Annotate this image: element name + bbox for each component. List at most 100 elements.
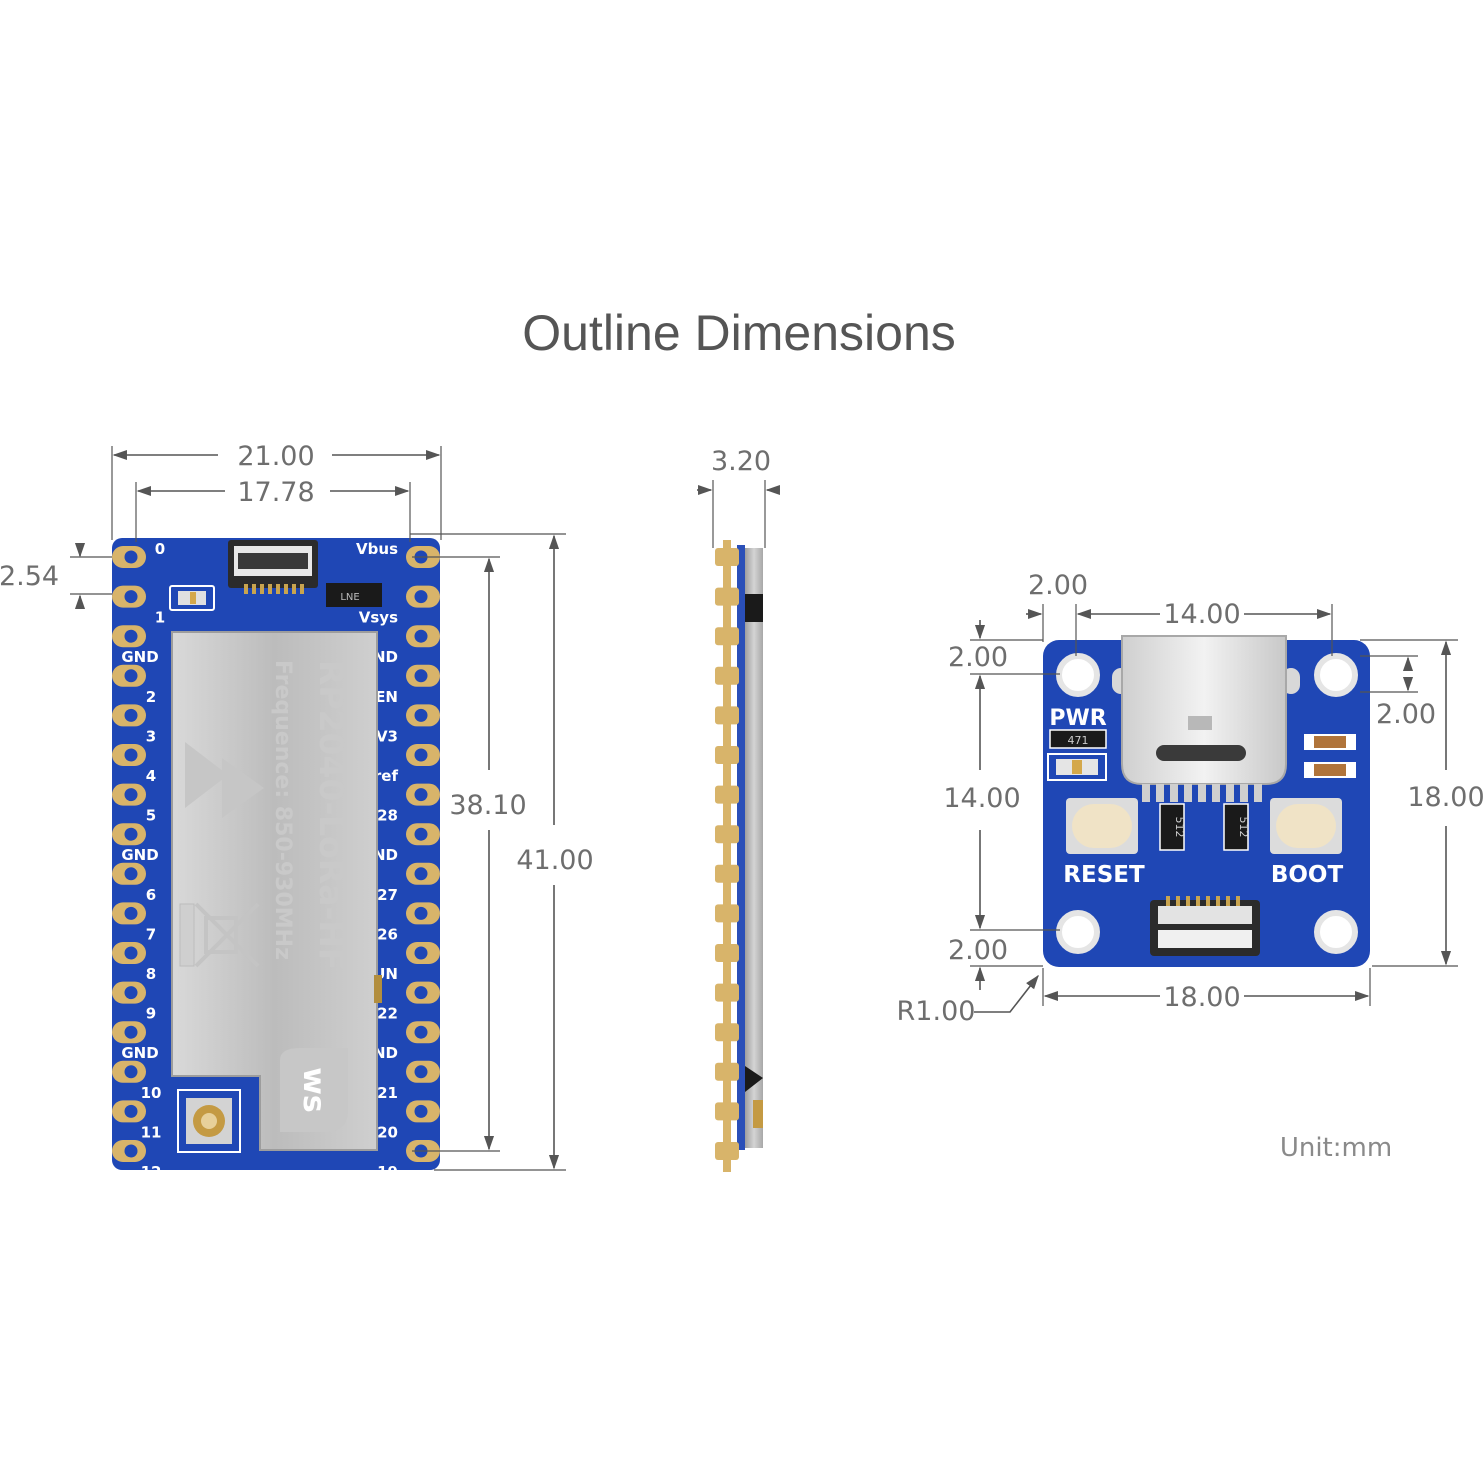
boot-label: BOOT <box>1271 862 1344 888</box>
side-pcb-edge <box>737 545 745 1150</box>
fpc-connector-top <box>228 540 318 594</box>
pin-label-left: 7 <box>146 925 156 943</box>
pwr-led <box>1047 753 1107 781</box>
pin-pad-left <box>112 704 146 727</box>
boot-button <box>1270 798 1342 854</box>
pin-pad-left <box>112 744 146 766</box>
pin-label-right: 21 <box>377 1084 398 1102</box>
right-pin-pads <box>406 546 440 1162</box>
pin-label-left: 2 <box>146 688 156 706</box>
dim-left-bottom: 2.00 <box>948 935 1008 966</box>
pin-label-left: 0 <box>155 540 165 558</box>
side-pin <box>715 904 739 923</box>
pin-label-left: 6 <box>146 886 156 904</box>
shield-marking-box <box>179 903 195 967</box>
dim-width-pins: 17.78 <box>237 477 314 508</box>
dim-corner-radius: R1.00 <box>897 996 976 1027</box>
side-shield <box>745 548 763 1148</box>
pin-pad-left <box>112 942 146 964</box>
warning-icon <box>185 742 264 818</box>
side-pins <box>715 540 739 1172</box>
dim-bottom-width: 18.00 <box>1163 982 1240 1013</box>
side-pin <box>715 587 739 606</box>
page-title: Outline Dimensions <box>522 305 956 361</box>
pin-label-right: 19 <box>377 1163 398 1181</box>
pin-pad-left <box>112 1060 146 1083</box>
svg-text:ws: ws <box>296 1067 331 1113</box>
side-pin <box>715 1142 739 1160</box>
module-frequency-label: Frequence: 850-930MHz <box>270 660 295 960</box>
pin-label-left: 8 <box>146 965 156 983</box>
capacitors <box>1304 734 1356 778</box>
pin-pad-right <box>406 862 440 885</box>
pin-label-left: 4 <box>146 767 156 785</box>
pin-pad-left <box>112 1140 146 1162</box>
adapter-dimensions: 2.00 14.00 2.00 14.00 2.00 2.00 18.00 <box>897 570 1483 1027</box>
dim-right-total: 18.00 <box>1407 782 1483 813</box>
side-pin <box>715 1062 739 1081</box>
led-resistor: 471 <box>1049 729 1107 749</box>
left-pin-pads <box>112 546 146 1162</box>
dim-right-hole: 2.00 <box>1376 699 1436 730</box>
pin-pad-right <box>406 823 440 846</box>
pin-pad-right <box>406 1100 440 1123</box>
dim-left-top: 2.00 <box>948 642 1008 673</box>
resistor-left: 512 <box>1159 803 1186 851</box>
pin-pad-right <box>406 625 440 648</box>
pin-pad-right <box>406 1021 440 1044</box>
side-pin <box>715 548 739 566</box>
pin-pad-right <box>406 1060 440 1083</box>
fpc-connector-bottom <box>1150 896 1260 956</box>
resistor-left-marking: 512 <box>1173 817 1186 838</box>
pin-pad-left <box>112 664 146 687</box>
ldo-chip: LNE <box>326 583 382 607</box>
pin-label-left: 3 <box>146 727 156 745</box>
pin-label-left: 9 <box>146 1005 156 1023</box>
pwr-label: PWR <box>1049 706 1106 731</box>
side-pin <box>715 746 739 764</box>
weee-bin-icon <box>194 902 260 968</box>
dim-top-hole-spacing: 14.00 <box>1163 599 1240 630</box>
pin-label-right: 27 <box>377 886 398 904</box>
usb-c-connector <box>1112 635 1300 802</box>
side-pin <box>715 627 739 646</box>
pin-label-left: 11 <box>141 1123 162 1141</box>
side-pin <box>715 983 739 1002</box>
dim-width-total: 21.00 <box>237 441 314 472</box>
pin-label-right: 26 <box>377 925 398 943</box>
side-pin <box>715 864 739 883</box>
dim-top-offset: 2.00 <box>1028 570 1088 601</box>
led-resistor-marking: 471 <box>1068 734 1089 747</box>
pin-pad-right <box>406 981 440 1004</box>
module-name-label: RP2040-LoRa-HF <box>312 660 351 970</box>
pin-label-left: GND <box>121 648 158 666</box>
pin-pad-left <box>112 902 146 925</box>
pin-pad-left <box>112 783 146 806</box>
pin-pad-right <box>406 942 440 964</box>
pin-label-left: 12 <box>141 1163 162 1181</box>
adapter-view: PWR 471 RESET BOOT <box>1043 635 1370 967</box>
led-component <box>169 585 215 611</box>
waveshare-logo: ws <box>280 1048 348 1132</box>
reset-label: RESET <box>1063 862 1145 888</box>
pin-pad-left <box>112 546 146 568</box>
pin-pad-left <box>112 585 146 608</box>
ufl-antenna-connector <box>177 1089 241 1153</box>
pin-label-right: Vsys <box>359 609 398 627</box>
side-view <box>715 540 763 1172</box>
unit-label: Unit:mm <box>1280 1133 1392 1163</box>
pin-pad-right <box>406 704 440 727</box>
dim-thickness: 3.20 <box>711 446 771 477</box>
side-pin <box>715 706 739 725</box>
pin-pad-left <box>112 625 146 648</box>
ldo-marking: LNE <box>340 592 359 603</box>
side-pin <box>715 944 739 962</box>
dim-pin-pitch: 2.54 <box>0 561 59 592</box>
side-view-dimensions: 3.20 <box>697 446 780 548</box>
dim-left-spacing: 14.00 <box>943 783 1020 814</box>
pin-pad-left <box>112 981 146 1004</box>
pin-pad-right <box>406 744 440 766</box>
pin-label-left: 1 <box>155 609 165 627</box>
